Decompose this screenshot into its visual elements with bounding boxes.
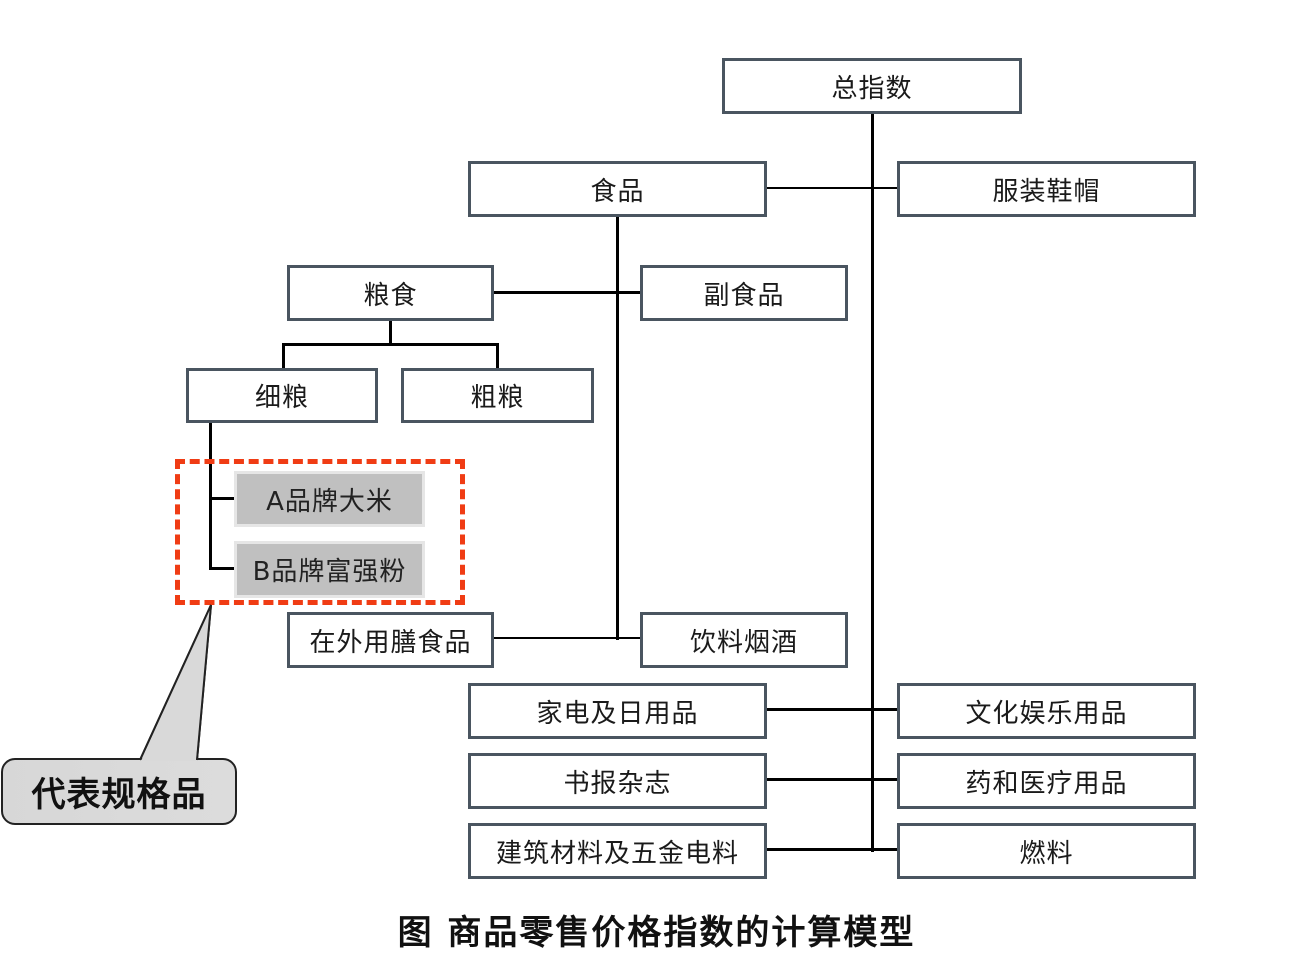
node-culture: 文化娱乐用品 bbox=[897, 683, 1196, 739]
trunk-fine bbox=[209, 421, 212, 569]
link-rep-b bbox=[209, 567, 236, 570]
trunk-food bbox=[616, 215, 619, 640]
link-coarse-up bbox=[496, 343, 499, 369]
trunk-main bbox=[871, 112, 874, 852]
link-grain-bar bbox=[282, 343, 498, 346]
node-appliances: 家电及日用品 bbox=[468, 683, 767, 739]
node-food: 食品 bbox=[468, 161, 767, 217]
figure-caption: 图 商品零售价格指数的计算模型 bbox=[397, 913, 916, 953]
node-medicine: 药和医疗用品 bbox=[897, 753, 1196, 809]
node-non-staple: 副食品 bbox=[640, 265, 848, 321]
link-grain-nonstaple bbox=[491, 291, 642, 294]
node-dining-out: 在外用膳食品 bbox=[287, 612, 494, 668]
node-clothing: 服装鞋帽 bbox=[897, 161, 1196, 217]
node-fine-grain: 细粮 bbox=[186, 368, 378, 423]
link-books-medicine bbox=[765, 778, 898, 781]
link-dining-beverage bbox=[491, 637, 642, 639]
link-building-fuel bbox=[765, 848, 898, 851]
callout-representative-items: 代表规格品 bbox=[1, 758, 237, 825]
link-rep-a bbox=[209, 497, 236, 500]
link-food-clothing bbox=[765, 187, 898, 189]
node-rep-a-rice: A品牌大米 bbox=[234, 471, 425, 527]
representative-items-highlight bbox=[175, 459, 465, 605]
link-fine-up bbox=[282, 343, 285, 369]
node-total-index: 总指数 bbox=[722, 58, 1022, 114]
node-books: 书报杂志 bbox=[468, 753, 767, 809]
node-grain: 粮食 bbox=[287, 265, 494, 321]
node-coarse-grain: 粗粮 bbox=[401, 368, 594, 423]
node-fuel: 燃料 bbox=[897, 823, 1196, 879]
node-beverage: 饮料烟酒 bbox=[640, 612, 848, 668]
node-rep-b-flour: B品牌富强粉 bbox=[234, 541, 425, 598]
link-appliances-culture bbox=[765, 708, 898, 711]
link-grain-down bbox=[389, 318, 392, 344]
node-building-materials: 建筑材料及五金电料 bbox=[468, 823, 767, 879]
